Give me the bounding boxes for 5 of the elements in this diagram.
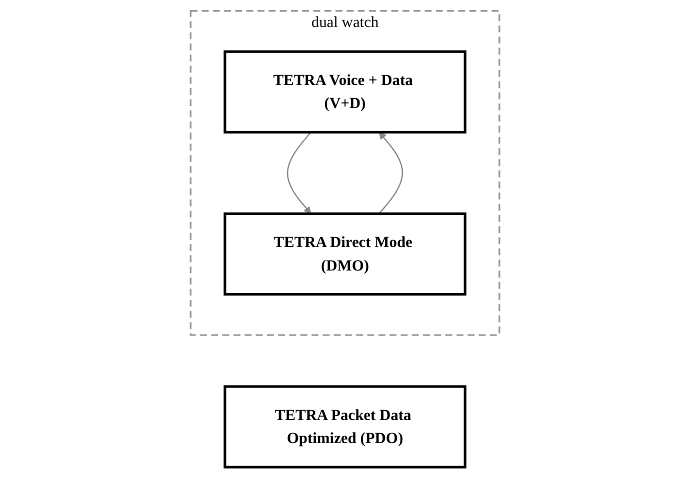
arrow (286, 131, 312, 214)
node-box: TETRA Direct Mode (DMO) (224, 212, 466, 296)
node-box: TETRA Voice + Data (V+D) (224, 50, 466, 133)
node-box: TETRA Packet Data Optimized (PDO) (224, 384, 466, 468)
arrow (378, 131, 404, 214)
